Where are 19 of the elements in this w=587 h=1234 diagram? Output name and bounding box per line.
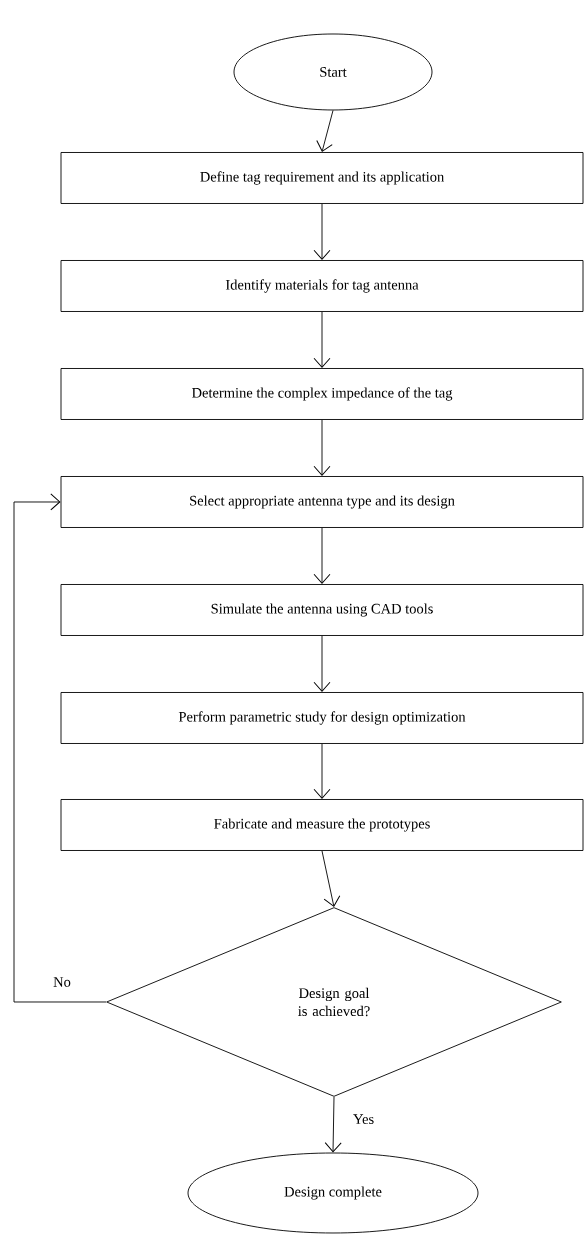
arrow bbox=[321, 850, 341, 907]
arrow bbox=[313, 527, 331, 584]
arrow bbox=[316, 110, 334, 152]
edge-label: Yes bbox=[352, 1113, 376, 1125]
arrow bbox=[313, 635, 331, 692]
process-box: Select appropriate antenna type and its design bbox=[60, 476, 584, 528]
edge-label: No bbox=[52, 976, 72, 988]
arrow bbox=[313, 419, 331, 476]
process-box: Identify materials for tag antenna bbox=[60, 260, 584, 312]
arrow bbox=[313, 311, 331, 368]
arrow bbox=[324, 1096, 342, 1153]
arrow bbox=[313, 203, 331, 260]
process-box: Determine the complex impedance of the tag bbox=[60, 368, 584, 420]
process-box: Perform parametric study for design optimization bbox=[60, 692, 584, 744]
arrow bbox=[13, 493, 107, 1003]
arrow bbox=[313, 743, 331, 799]
process-box: Simulate the antenna using CAD tools bbox=[60, 584, 584, 636]
process-box: Fabricate and measure the prototypes bbox=[60, 799, 584, 851]
process-box: Define tag requirement and its application bbox=[60, 152, 584, 204]
